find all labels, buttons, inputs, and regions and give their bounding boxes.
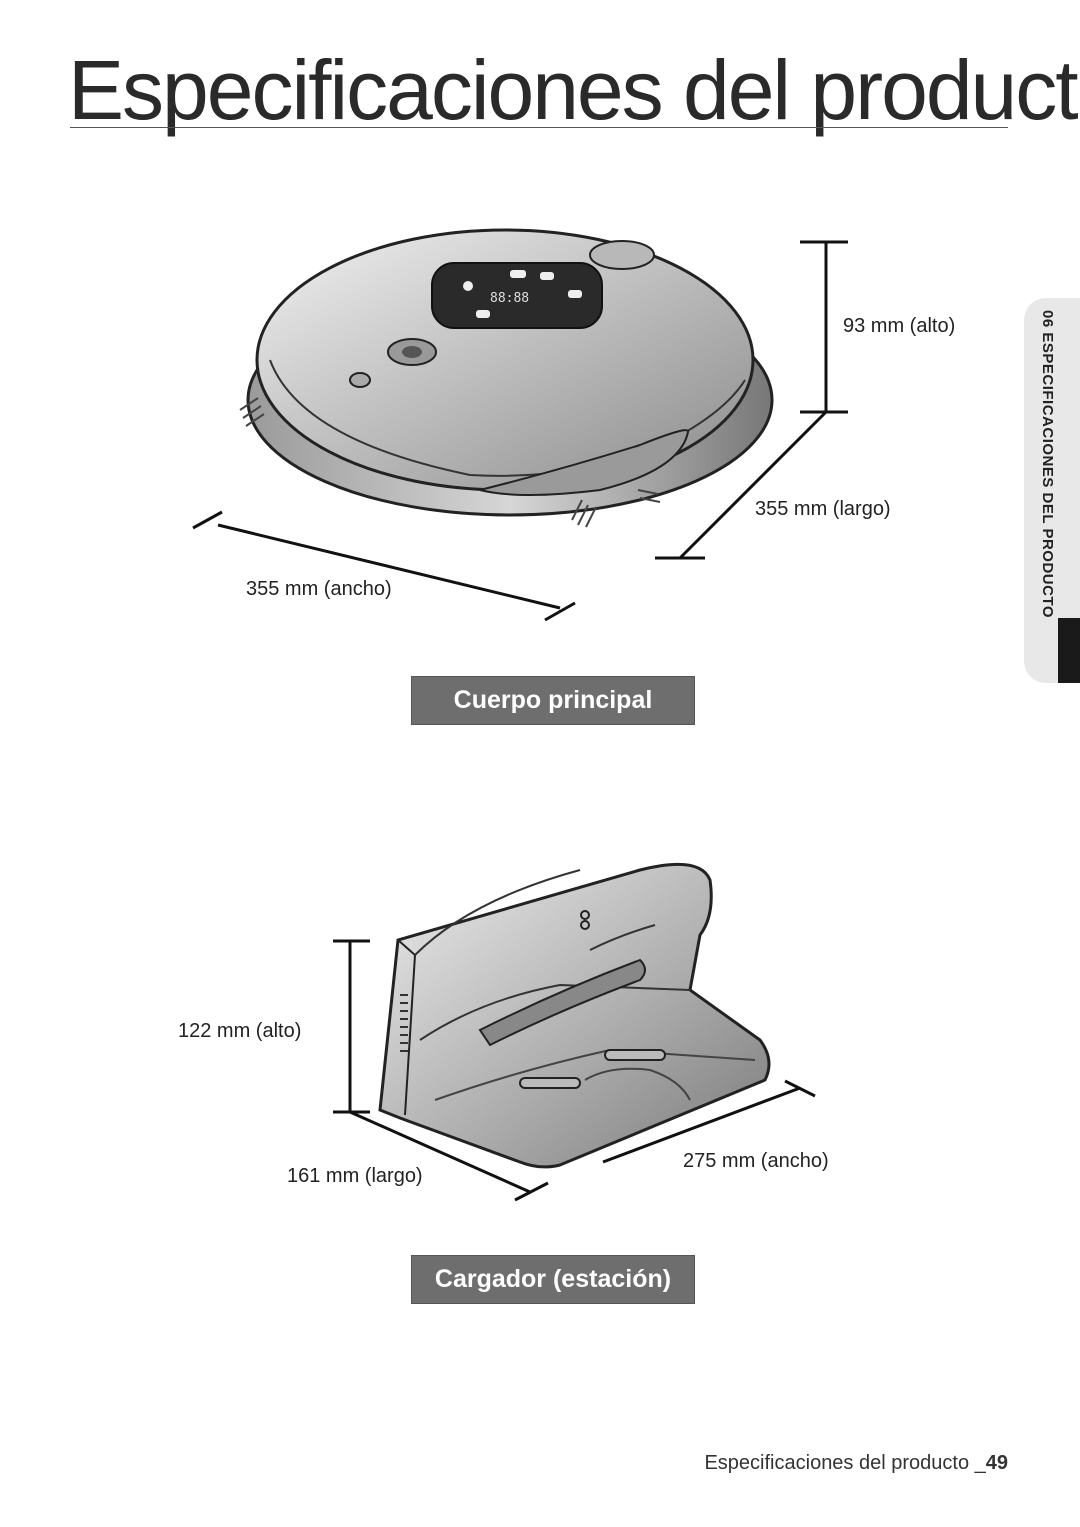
charger-dimension-lines <box>333 939 816 1202</box>
robot-width-label: 355 mm (ancho) <box>246 578 392 600</box>
charger-width-label: 275 mm (ancho) <box>683 1150 829 1172</box>
chapter-side-tab-label: 06 ESPECIFICACIONES DEL PRODUCTO <box>1039 310 1056 619</box>
robot-length-label: 355 mm (largo) <box>755 498 891 520</box>
charger-shape <box>378 862 771 1169</box>
title-divider <box>70 127 1008 128</box>
main-body-caption: Cuerpo principal <box>411 676 695 725</box>
page-number: 49 <box>985 1452 1008 1474</box>
chapter-marker <box>1058 618 1080 683</box>
robot-height-label: 93 mm (alto) <box>843 315 956 337</box>
charger-length-label: 161 mm (largo) <box>287 1165 423 1187</box>
page-title: Especificaciones del producto <box>68 43 1080 137</box>
robot-dimension-lines <box>192 240 848 622</box>
footer-text: Especificaciones del producto _ <box>704 1452 986 1474</box>
svg-text:88:88: 88:88 <box>490 291 529 306</box>
charger-height-label: 122 mm (alto) <box>178 1020 302 1042</box>
chapter-side-tab: 06 ESPECIFICACIONES DEL PRODUCTO <box>1024 298 1080 683</box>
robot-body-shape: 88:88 <box>239 228 774 528</box>
page-footer: Especificaciones del producto _49 <box>704 1452 1008 1475</box>
charger-caption: Cargador (estación) <box>411 1255 695 1304</box>
